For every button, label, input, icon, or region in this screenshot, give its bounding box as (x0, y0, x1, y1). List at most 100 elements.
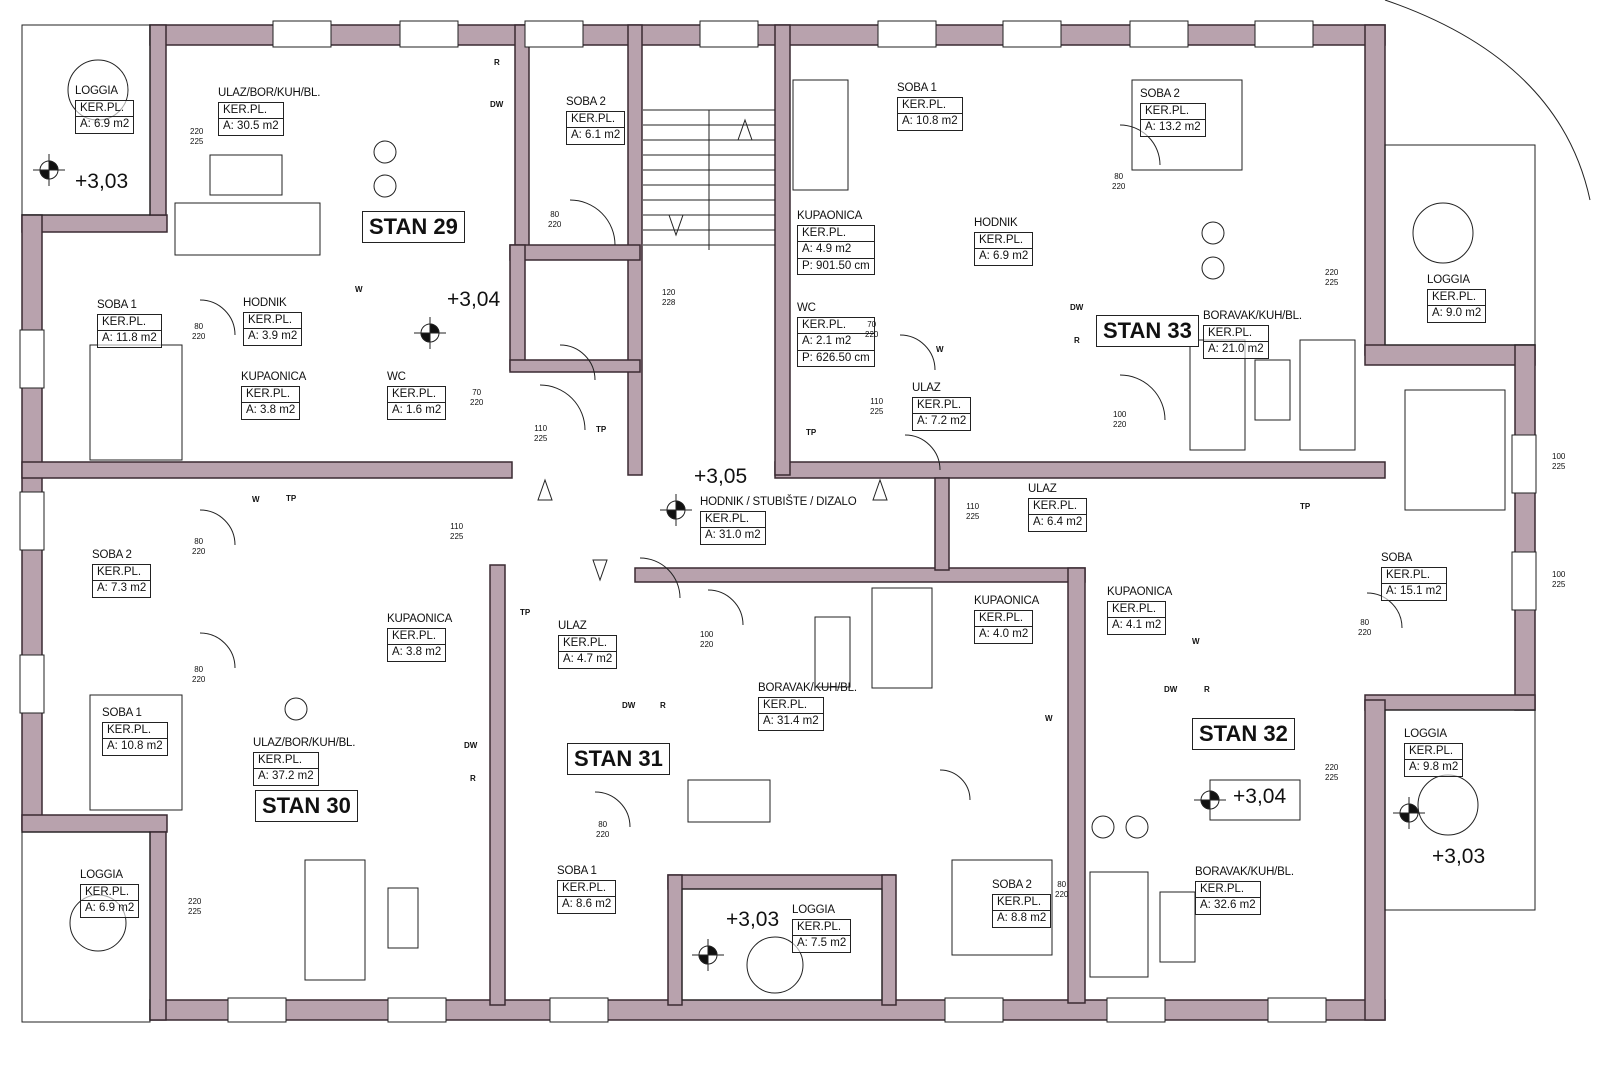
room-spec-box: KER.PL.A: 10.8 m2 (102, 721, 168, 756)
room-spec-box: KER.PL.A: 7.3 m2 (92, 563, 152, 598)
window (524, 20, 584, 48)
door-swing (539, 384, 586, 431)
room-area: A: 37.2 m2 (254, 768, 318, 785)
door-swing (559, 344, 596, 381)
room-finish: KER.PL. (1208, 326, 1253, 339)
room-spec-box: KER.PL.A: 37.2 m2 (253, 751, 319, 786)
door-dimension: 80 220 (192, 665, 206, 684)
door-swing (939, 769, 971, 801)
room-area: A: 3.8 m2 (242, 402, 300, 419)
room-name: SOBA 1 (97, 299, 137, 311)
wall-segment (1514, 344, 1536, 711)
room-label-r31-boravak: BORAVAK/KUH/BL.KER.PL.A: 31.4 m2 (758, 682, 857, 731)
wall-segment (1364, 24, 1386, 356)
window (699, 20, 759, 48)
door-dimension: 220 225 (1325, 268, 1339, 287)
balcony-curve (1384, 0, 1591, 201)
appliance-label-r: R (1204, 685, 1210, 694)
wall-segment (21, 814, 168, 833)
room-finish: KER.PL. (80, 101, 125, 114)
room-perimeter: P: 626.50 cm (798, 349, 874, 367)
room-area: A: 4.1 m2 (1108, 617, 1166, 634)
window (1129, 20, 1189, 48)
room-spec-box: KER.PL.A: 1.6 m2 (387, 385, 447, 420)
appliance-label-dw: DW (1164, 685, 1178, 694)
door-swing (1366, 592, 1403, 629)
room-area: A: 6.1 m2 (567, 127, 625, 144)
room-name: SOBA 2 (566, 96, 606, 108)
bed (1404, 389, 1506, 511)
room-finish: KER.PL. (1386, 568, 1431, 581)
room-name: LOGGIA (75, 85, 118, 97)
room-finish: KER.PL. (248, 313, 293, 326)
room-finish: KER.PL. (563, 636, 608, 649)
wall-segment (1364, 699, 1386, 1021)
room-finish: KER.PL. (797, 920, 842, 933)
sofa (1089, 871, 1149, 978)
room-name: SOBA 1 (102, 707, 142, 719)
door-swing (569, 199, 616, 246)
room-spec-box: KER.PL.A: 6.9 m2 (80, 883, 140, 918)
room-area: A: 8.6 m2 (558, 896, 616, 913)
window (227, 997, 287, 1023)
door-dimension: 80 220 (1055, 880, 1069, 899)
room-name: SOBA (1381, 552, 1413, 564)
appliance-label-r: R (1074, 336, 1080, 345)
room-finish: KER.PL. (223, 103, 268, 116)
room-name: BORAVAK/KUH/BL. (1195, 866, 1294, 878)
wall-segment (514, 24, 530, 251)
sofa (871, 587, 933, 689)
bed (1131, 79, 1243, 171)
window (399, 20, 459, 48)
window (1267, 997, 1327, 1023)
appliance-label-w: W (355, 285, 363, 294)
wall-segment (149, 831, 167, 1021)
room-area: A: 4.0 m2 (975, 626, 1033, 643)
appliance-label-tp: TP (1300, 502, 1311, 511)
room-area: A: 3.9 m2 (244, 328, 302, 345)
loggia-outline (21, 831, 151, 1023)
room-spec-box: KER.PL.A: 8.8 m2 (992, 893, 1052, 928)
room-finish: KER.PL. (1200, 882, 1245, 895)
room-area: A: 10.8 m2 (103, 738, 167, 755)
sofa (1299, 339, 1356, 451)
apartment-title-stan-33: STAN 33 (1096, 315, 1199, 347)
appliance-label-r: R (470, 774, 476, 783)
room-finish: KER.PL. (392, 387, 437, 400)
door-dimension: 70 220 (470, 388, 484, 407)
room-area: A: 13.2 m2 (1141, 119, 1205, 136)
table (1159, 891, 1196, 963)
appliance-label-dw: DW (622, 701, 636, 710)
round-table (1091, 815, 1115, 839)
door-swing (199, 509, 236, 546)
loggia-outline (1384, 709, 1536, 911)
room-label-r32-boravak: BORAVAK/KUH/BL.KER.PL.A: 32.6 m2 (1195, 866, 1294, 915)
furniture-and-fixtures (19, 0, 1591, 1023)
apartment-title-stan-31: STAN 31 (567, 743, 670, 775)
room-spec-box: KER.PL.A: 31.0 m2 (700, 510, 766, 545)
appliance-label-tp: TP (286, 494, 297, 503)
room-finish: KER.PL. (102, 315, 147, 328)
door-dimension: 110 225 (534, 424, 548, 443)
wall-segment (667, 874, 683, 1006)
appliance-label-tp: TP (520, 608, 531, 617)
round-table (1125, 815, 1149, 839)
appliance-label-tp: TP (806, 428, 817, 437)
room-name: ULAZ (912, 382, 941, 394)
wall-segment (774, 24, 791, 476)
room-label-r29-living: ULAZ/BOR/KUH/BL.KER.PL.A: 30.5 m2 (218, 87, 320, 136)
room-name: HODNIK (974, 217, 1018, 229)
room-name: BORAVAK/KUH/BL. (1203, 310, 1302, 322)
wall-segment (21, 461, 513, 479)
round-table (1201, 221, 1225, 245)
